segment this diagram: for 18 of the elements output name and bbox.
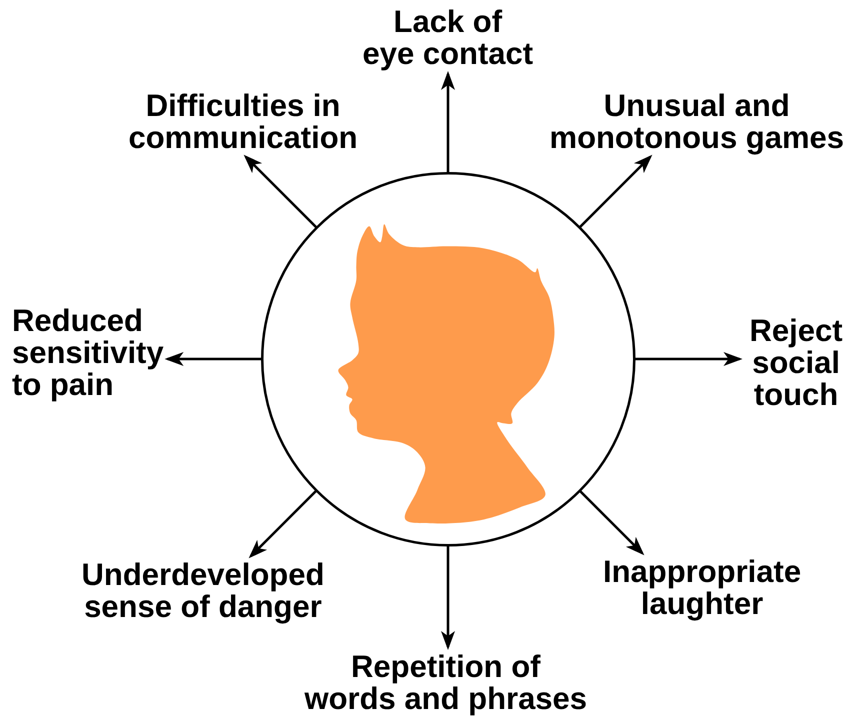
arrow — [441, 545, 455, 650]
symptom-label: Unusual and monotonous games — [550, 90, 844, 154]
symptom-label: Inappropriate laughter — [603, 556, 802, 620]
profile-circle — [260, 172, 636, 546]
arrow — [164, 352, 262, 366]
arrow — [244, 154, 318, 228]
symptom-label: Repetition of words and phrases — [304, 651, 588, 715]
arrow — [441, 71, 455, 173]
symptom-label: Reduced sensitivity to pain — [12, 305, 164, 401]
arrow — [578, 490, 644, 556]
symptom-label: Lack of eye contact — [362, 6, 534, 70]
symptom-label: Reject social touch — [750, 315, 843, 411]
arrow — [248, 490, 318, 558]
symptom-label: Difficulties in communication — [128, 90, 358, 154]
head-silhouette — [338, 224, 554, 524]
arrow — [634, 352, 742, 366]
symptom-label: Underdeveloped sense of danger — [82, 559, 324, 623]
arrow — [578, 154, 652, 228]
